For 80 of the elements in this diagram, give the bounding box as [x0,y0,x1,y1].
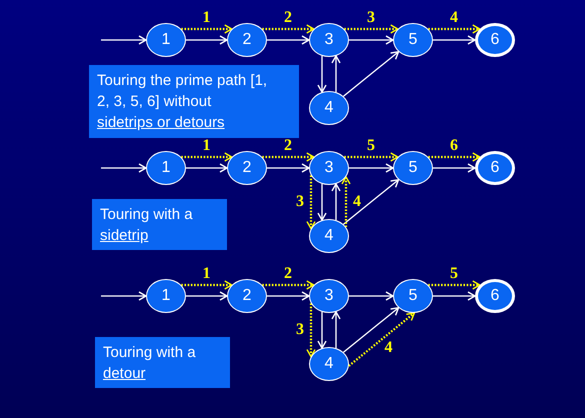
edge-label: 3 [367,10,375,26]
arrow [267,35,310,45]
arrow [433,163,476,173]
dotted-arrow [348,312,415,367]
edge-label: 3 [296,322,304,338]
arrow [343,51,400,97]
underlined-term: detour [103,364,146,384]
arrow [101,35,147,45]
edge-label: 4 [384,340,392,356]
arrow [317,56,327,93]
arrow [186,291,228,301]
edge-label: 4 [353,194,361,210]
dotted-arrow [344,24,398,34]
arrow [186,35,228,45]
dotted-arrow [341,176,351,228]
arrow [101,163,147,173]
state-node: 4 [309,347,349,381]
dotted-arrow [306,175,316,230]
edge-label: 6 [450,138,458,154]
arrow [267,163,310,173]
state-node: 3 [309,279,349,313]
dotted-arrow [181,24,232,34]
arrow [349,291,394,301]
dotted-arrow [344,152,398,162]
state-node: 4 [309,219,349,253]
state-node: 4 [309,91,349,125]
arrow [343,179,400,225]
state-node: 3 [309,23,349,57]
state-node: 2 [227,279,267,313]
caption-text: Touring with a [103,342,197,362]
arrow [331,311,341,348]
underlined-term: sidetrips or detours [97,113,225,133]
dotted-arrow [262,152,314,162]
caption-box [95,337,230,388]
state-node: 6 [475,23,515,57]
dotted-arrow [428,24,480,34]
state-node: 5 [393,279,433,313]
caption-text: Touring with a [100,204,194,224]
caption-box [89,65,299,138]
caption-box [92,199,227,250]
state-node: 2 [227,151,267,185]
arrow [349,163,394,173]
state-node: 2 [227,23,267,57]
edge-label: 1 [202,266,210,282]
edge-label: 3 [296,194,304,210]
dotted-arrow [262,280,314,290]
arrow [343,307,400,353]
dotted-arrow [262,24,314,34]
underlined-term: sidetrip [100,226,148,246]
arrow [317,184,327,221]
edge-label: 2 [284,266,292,282]
arrow [317,312,327,349]
state-node: 1 [146,279,186,313]
arrow [331,55,341,92]
arrow [433,35,476,45]
arrow [186,163,228,173]
edge-label: 2 [284,138,292,154]
dotted-arrow [428,280,480,290]
dotted-arrow [306,303,316,358]
edge-label: 2 [284,10,292,26]
arrow [267,291,310,301]
arrow [349,35,394,45]
dotted-arrow [181,280,232,290]
edge-label: 5 [450,266,458,282]
dotted-arrow [181,152,232,162]
state-node: 1 [146,23,186,57]
state-node: 6 [475,151,515,185]
arrow [331,183,341,220]
state-node: 5 [393,151,433,185]
state-node: 1 [146,151,186,185]
dotted-arrow [428,152,480,162]
edge-label: 1 [202,138,210,154]
state-node: 3 [309,151,349,185]
arrow [433,291,476,301]
state-node: 5 [393,23,433,57]
state-node: 6 [475,279,515,313]
edge-label: 4 [450,10,458,26]
edge-label: 1 [202,10,210,26]
edge-label: 5 [367,138,375,154]
arrow [101,291,147,301]
